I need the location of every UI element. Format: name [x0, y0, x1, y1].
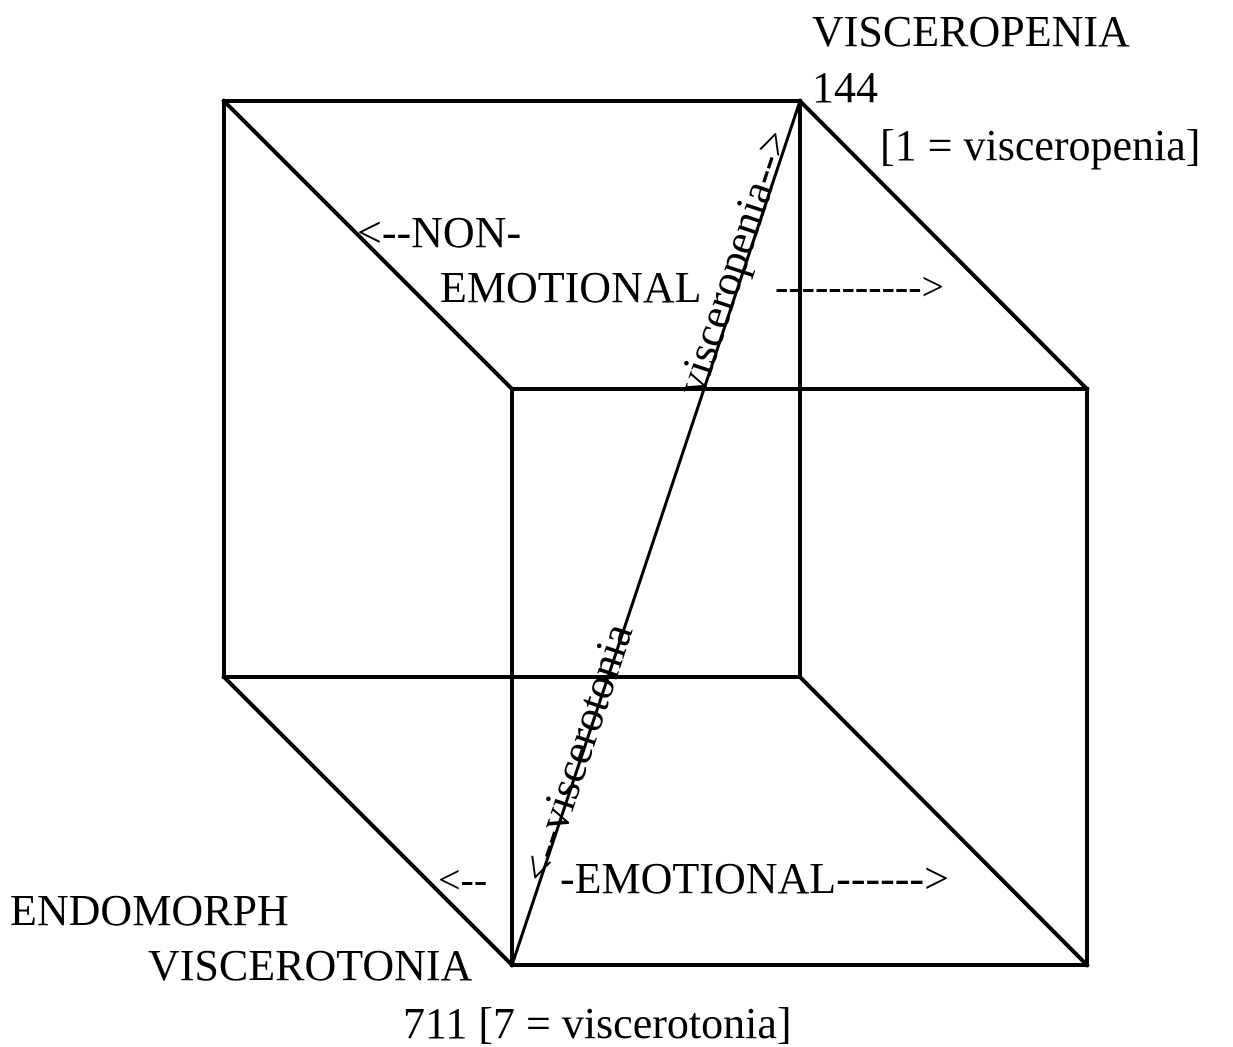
edge-bottom-right [797, 674, 1090, 968]
viscerotonia-title: VISCEROTONIA [148, 941, 473, 990]
viscerotonia-code-note: 711 [7 = viscerotonia] [403, 999, 792, 1047]
edge-top-right [797, 98, 1090, 392]
emotional-arrow-left: <-- [438, 857, 487, 902]
non-emotional-arrow: -----------> [775, 264, 944, 309]
visceropenia-title: VISCEROPENIA [812, 7, 1130, 56]
non-emotional-line2: EMOTIONAL [440, 263, 702, 312]
space-diagonal [510, 100, 802, 966]
edge-top-left [221, 98, 515, 392]
visceropenia-note: [1 = visceropenia] [880, 121, 1200, 170]
front-face [510, 387, 1089, 967]
edge-bottom-left [221, 674, 515, 968]
visceropenia-code: 144 [812, 63, 878, 112]
emotional-label: -EMOTIONAL------> [560, 854, 949, 903]
connecting-edges [221, 98, 1090, 968]
endomorph-label: ENDOMORPH [10, 886, 289, 935]
non-emotional-line1: <--NON- [357, 208, 521, 257]
viscerotonia-diagonal-label: <--viscerotonia [511, 617, 642, 888]
